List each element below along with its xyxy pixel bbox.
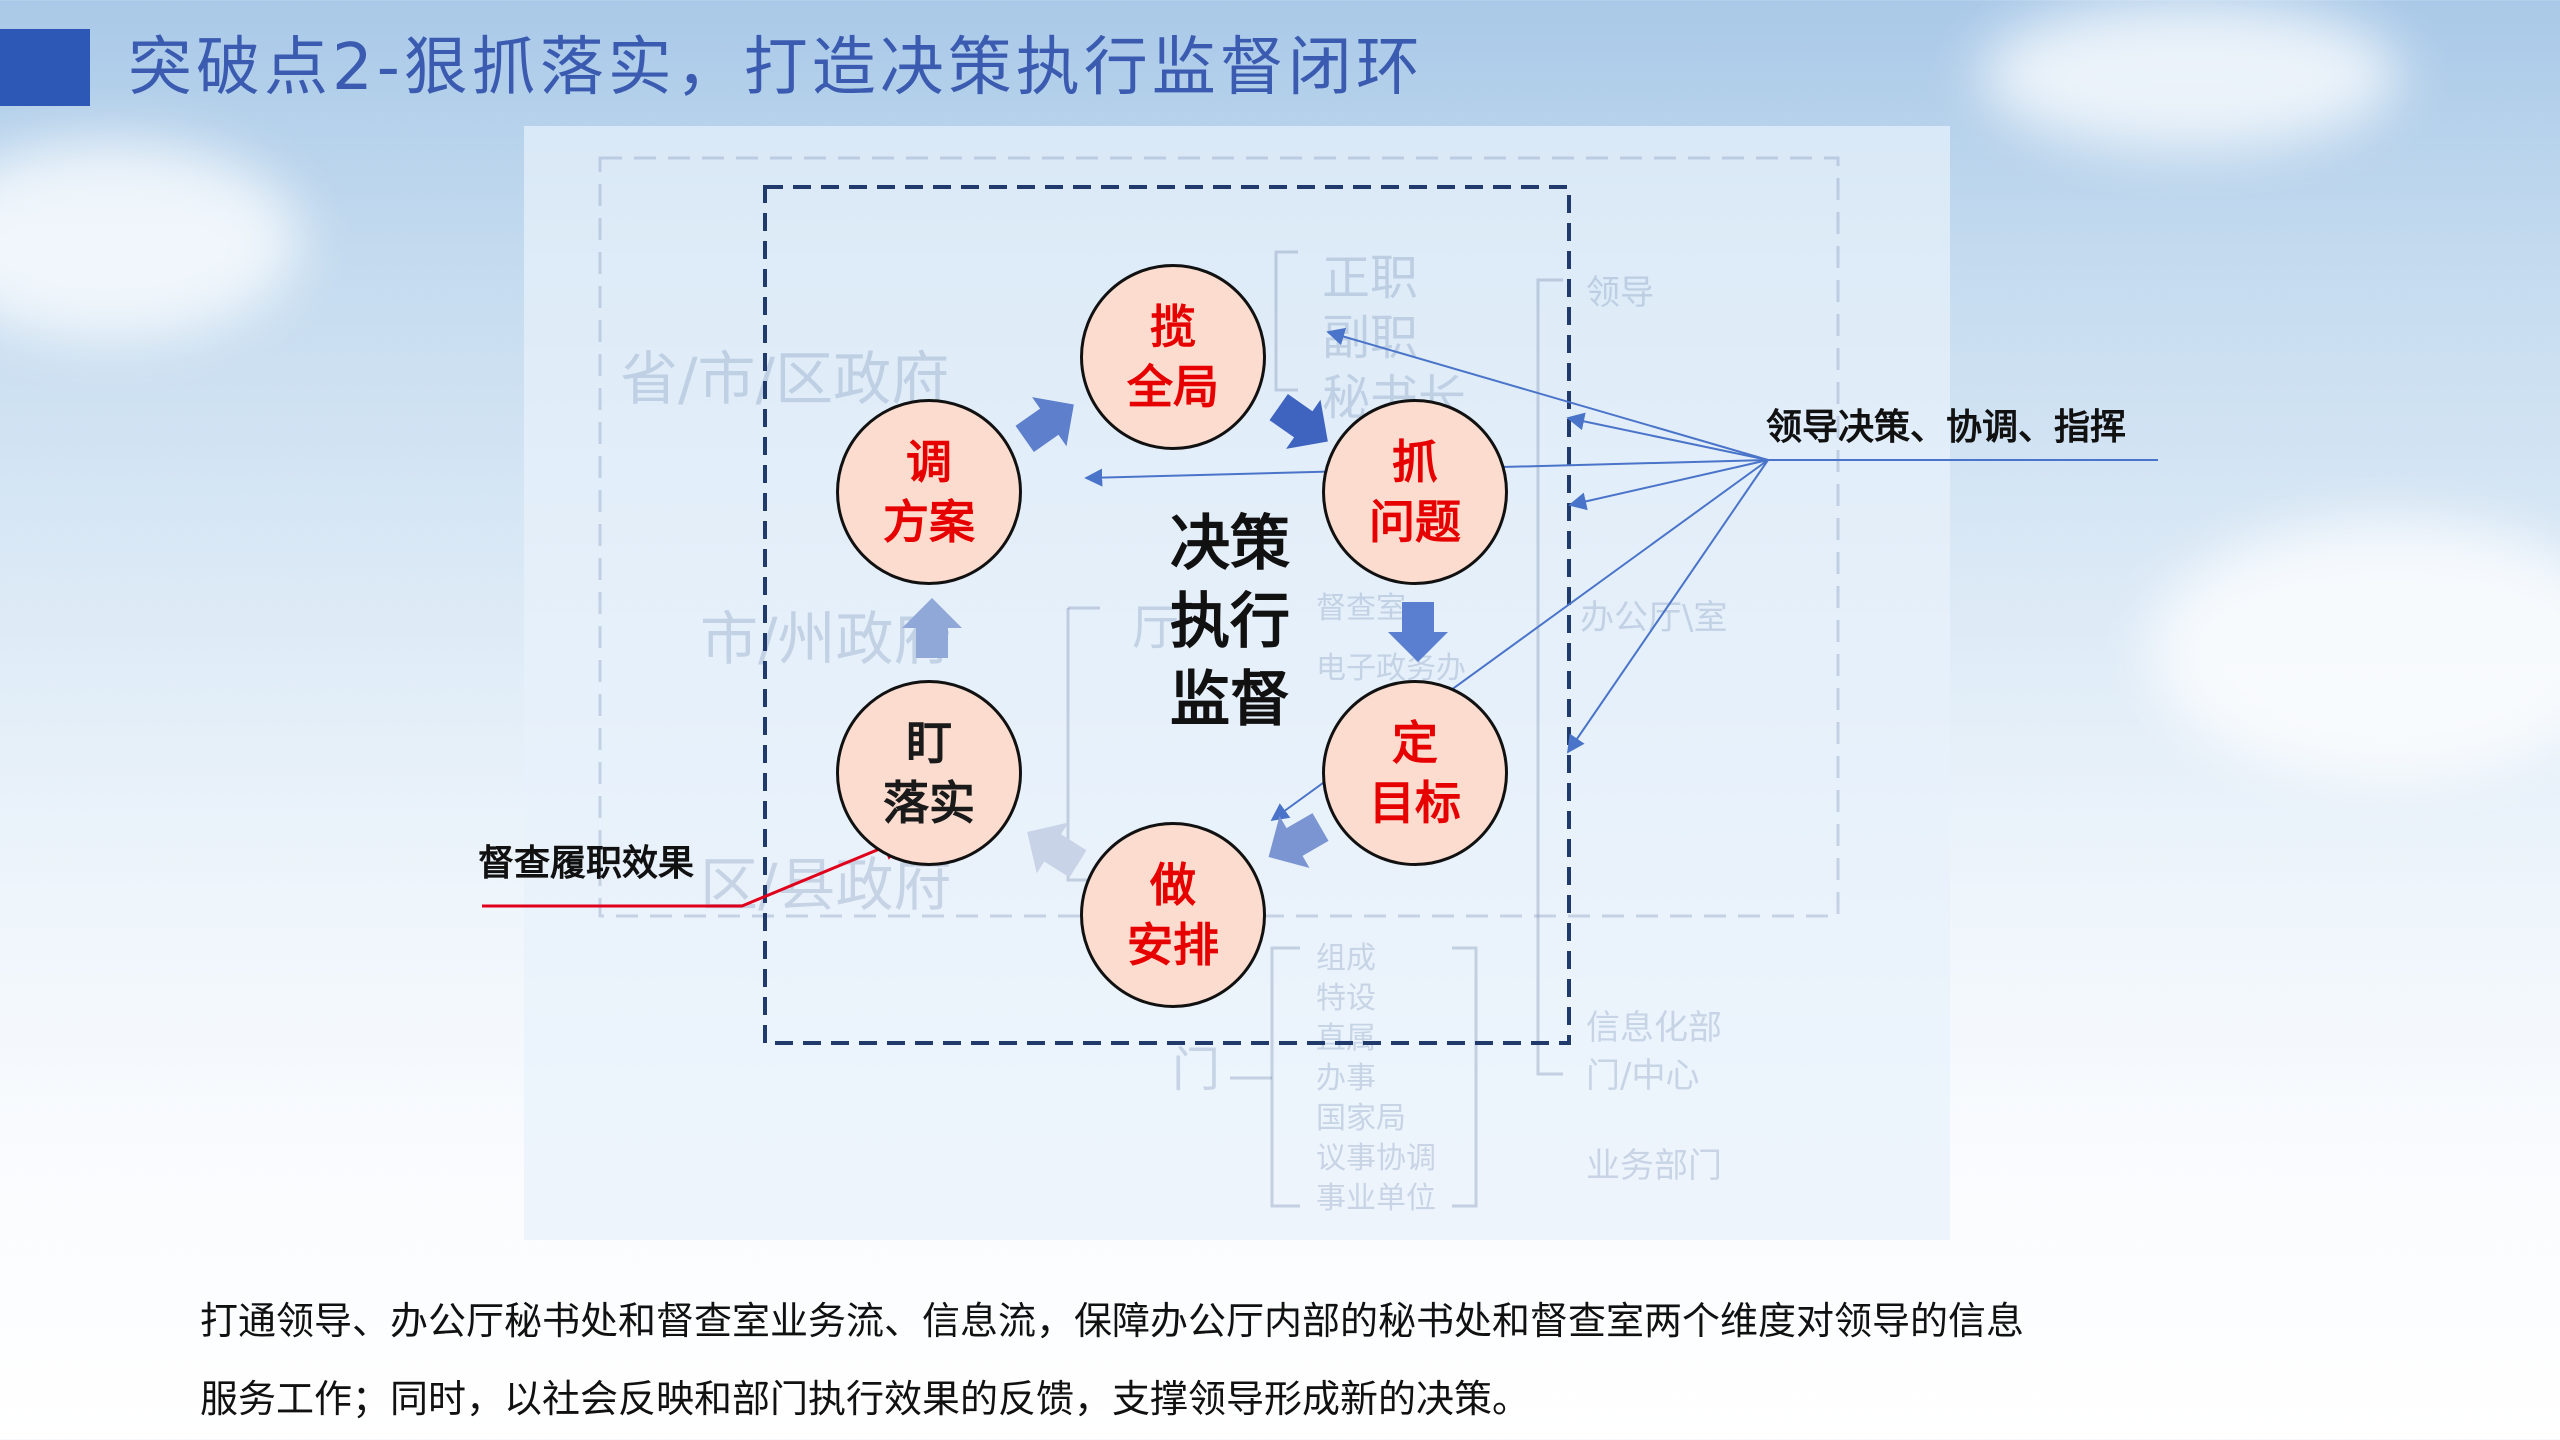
node-zuo-anpai: 做 安排 (1080, 822, 1266, 1008)
bg-men: 门 (1172, 1042, 1221, 1098)
node-line: 盯 (906, 716, 952, 770)
bg-mid-item: 电子政务办 (1316, 651, 1466, 686)
center-line: 决策 (1170, 509, 1290, 579)
cycle-arrow (1388, 602, 1448, 662)
cycle-arrow (1268, 813, 1329, 868)
bg-dept-item: 事业单位 (1316, 1181, 1436, 1216)
caption: 打通领导、办公厅秘书处和督查室业务流、信息流，保障办公厅内部的秘书处和督查室两个… (200, 1282, 2400, 1438)
title-accent-square (0, 29, 90, 106)
bg-biz-dept: 业务部门 (1586, 1146, 1722, 1186)
leader-arrow (1566, 459, 1769, 754)
center-line: 执行 (1170, 587, 1290, 657)
center-line: 监督 (1170, 665, 1290, 735)
cycle-arrow (902, 598, 962, 658)
node-line: 安排 (1127, 918, 1219, 972)
cycle-arrows (902, 393, 1448, 878)
leader-decision-label: 领导决策、协调、指挥 (1766, 407, 2127, 448)
leader-arrow (1326, 327, 1769, 461)
bg-dept-item: 直属 (1316, 1021, 1376, 1056)
node-zhua-wenti: 抓 问题 (1322, 399, 1508, 585)
node-line: 问题 (1369, 495, 1461, 549)
node-ding-luoshi: 盯 落实 (836, 680, 1022, 866)
page-title: 突破点2-狠抓落实，打造决策执行监督闭环 (128, 31, 1424, 105)
node-line: 抓 (1392, 435, 1438, 489)
leader-arrow (1568, 459, 1769, 511)
bg-gov-province: 省/市/区政府 (620, 345, 950, 413)
bg-it-dept: 门/中心 (1586, 1056, 1700, 1096)
bg-dept-item: 议事协调 (1316, 1141, 1436, 1176)
node-line: 定 (1392, 716, 1438, 770)
node-lan-quanju: 揽 全局 (1080, 264, 1266, 450)
node-line: 做 (1150, 858, 1196, 912)
bg-it-dept: 信息化部 (1586, 1008, 1722, 1048)
bg-ting: 厅 (1132, 600, 1181, 656)
bg-mid-item: 督查室 (1316, 591, 1406, 626)
node-line: 全局 (1127, 360, 1219, 414)
node-tiao-fangan: 调 方案 (836, 399, 1022, 585)
node-line: 揽 (1150, 300, 1196, 354)
bg-office: 办公厅\室 (1580, 598, 1728, 638)
caption-line: 打通领导、办公厅秘书处和督查室业务流、信息流，保障办公厅内部的秘书处和督查室两个… (200, 1299, 2025, 1343)
bg-dept-item: 组成 (1316, 941, 1376, 976)
cycle-arrow (1269, 393, 1328, 449)
loop-dashed-border (763, 185, 1571, 1045)
caption-line: 服务工作；同时，以社会反映和部门执行效果的反馈，支撑领导形成新的决策。 (200, 1377, 1531, 1421)
outer-faint-dashed-border (598, 156, 1840, 918)
supervise-label: 督查履职效果 (478, 843, 695, 884)
cycle-arrow (1027, 822, 1087, 878)
leader-arrow (1566, 412, 1769, 461)
node-line: 目标 (1369, 776, 1461, 830)
bg-gov-city: 市/州政府 (700, 605, 952, 673)
bg-role: 正职 (1322, 250, 1419, 306)
cloud-decoration (2150, 520, 2560, 780)
node-ding-mubiao: 定 目标 (1322, 680, 1508, 866)
bg-dept-item: 国家局 (1316, 1101, 1406, 1136)
bg-dept-item: 办事 (1316, 1061, 1376, 1096)
node-line: 调 (906, 435, 952, 489)
node-line: 方案 (883, 495, 975, 549)
bg-dept-item: 特设 (1316, 981, 1376, 1016)
supervise-arrow (482, 834, 909, 908)
node-line: 落实 (883, 776, 975, 830)
cloud-decoration (0, 140, 300, 340)
cloud-decoration (1980, 0, 2400, 150)
bg-leader: 领导 (1586, 273, 1654, 313)
center-label: 决策 执行 监督 (1160, 505, 1300, 739)
cycle-arrow (1015, 397, 1074, 453)
